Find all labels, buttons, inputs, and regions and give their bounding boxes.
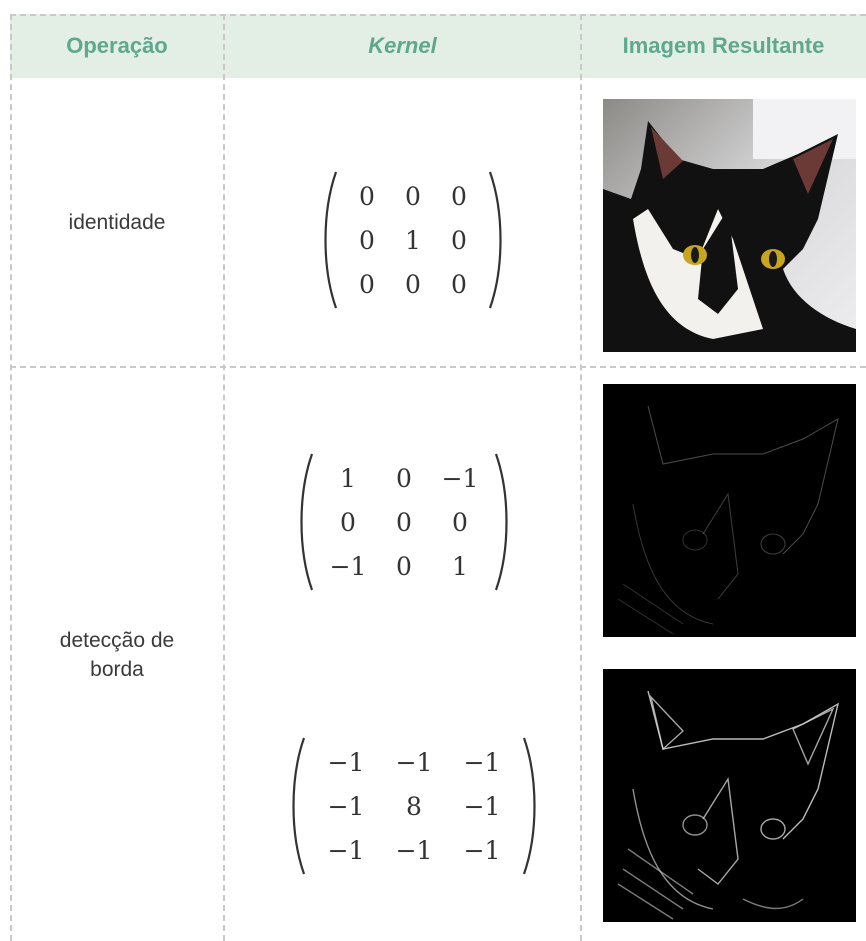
matrix-cell: 0 xyxy=(396,552,412,581)
right-parenthesis xyxy=(488,171,502,309)
table-header xyxy=(10,14,866,78)
matrix-cell: 0 xyxy=(359,270,375,299)
left-parenthesis xyxy=(324,171,338,309)
left-parenthesis xyxy=(292,737,306,875)
grid-line-col2 xyxy=(580,14,582,941)
matrix-cell: −1 xyxy=(442,464,479,493)
matrix-cell: −1 xyxy=(328,748,365,777)
grid-line-row-separator xyxy=(10,366,866,368)
matrix-cell: −1 xyxy=(464,792,501,821)
matrix-cell: 1 xyxy=(452,552,468,581)
operation-edge-line-2: borda xyxy=(90,657,144,681)
matrix-cell: 0 xyxy=(405,182,421,211)
matrix-cell: 0 xyxy=(396,464,412,493)
matrix-cell: −1 xyxy=(328,792,365,821)
header-kernel: Kernel xyxy=(368,33,437,58)
matrix-cell: 0 xyxy=(396,508,412,537)
operation-identity-label: identidade xyxy=(68,210,166,234)
kernel-edge-matrix-1: 1 0 −1 0 0 0 −1 0 1 xyxy=(298,452,510,592)
matrix-cell: 0 xyxy=(452,508,468,537)
grid-line-top xyxy=(10,14,866,16)
cat-edge-detection-faint xyxy=(603,384,856,637)
matrix-cell: −1 xyxy=(464,748,501,777)
matrix-cell: −1 xyxy=(396,748,433,777)
grid-line-col1 xyxy=(223,14,225,941)
kernel-edge-matrix-2: −1 −1 −1 −1 8 −1 −1 −1 −1 xyxy=(290,736,538,876)
cat-edge-detection-strong xyxy=(603,669,856,922)
header-result: Imagem Resultante xyxy=(622,33,825,58)
operation-edge-detection: detecção de borda xyxy=(10,368,224,941)
matrix-cell: 0 xyxy=(451,182,467,211)
matrix-cell: 0 xyxy=(359,226,375,255)
kernel-identity-matrix: 0 0 0 0 1 0 0 0 0 xyxy=(322,170,504,310)
grid-line-left xyxy=(10,14,12,941)
operation-edge-detection-label: detecção de borda xyxy=(60,626,174,684)
header-operation: Operação xyxy=(66,33,168,58)
matrix-cell: 1 xyxy=(340,464,356,493)
left-parenthesis xyxy=(300,453,314,591)
matrix-cell: 0 xyxy=(451,226,467,255)
matrix-cell: 0 xyxy=(451,270,467,299)
matrix-cell: 1 xyxy=(405,226,421,255)
matrix-cell: 0 xyxy=(405,270,421,299)
matrix-cell: 8 xyxy=(406,792,422,821)
right-parenthesis xyxy=(494,453,508,591)
matrix-cell: −1 xyxy=(396,836,433,865)
cat-photo-original xyxy=(603,99,856,352)
matrix-cell: −1 xyxy=(328,836,365,865)
operation-identity: identidade xyxy=(10,78,224,366)
matrix-cell: −1 xyxy=(464,836,501,865)
matrix-cell: 0 xyxy=(359,182,375,211)
operation-edge-line-1: detecção de xyxy=(59,628,175,652)
matrix-cell: −1 xyxy=(330,552,367,581)
right-parenthesis xyxy=(522,737,536,875)
matrix-cell: 0 xyxy=(340,508,356,537)
